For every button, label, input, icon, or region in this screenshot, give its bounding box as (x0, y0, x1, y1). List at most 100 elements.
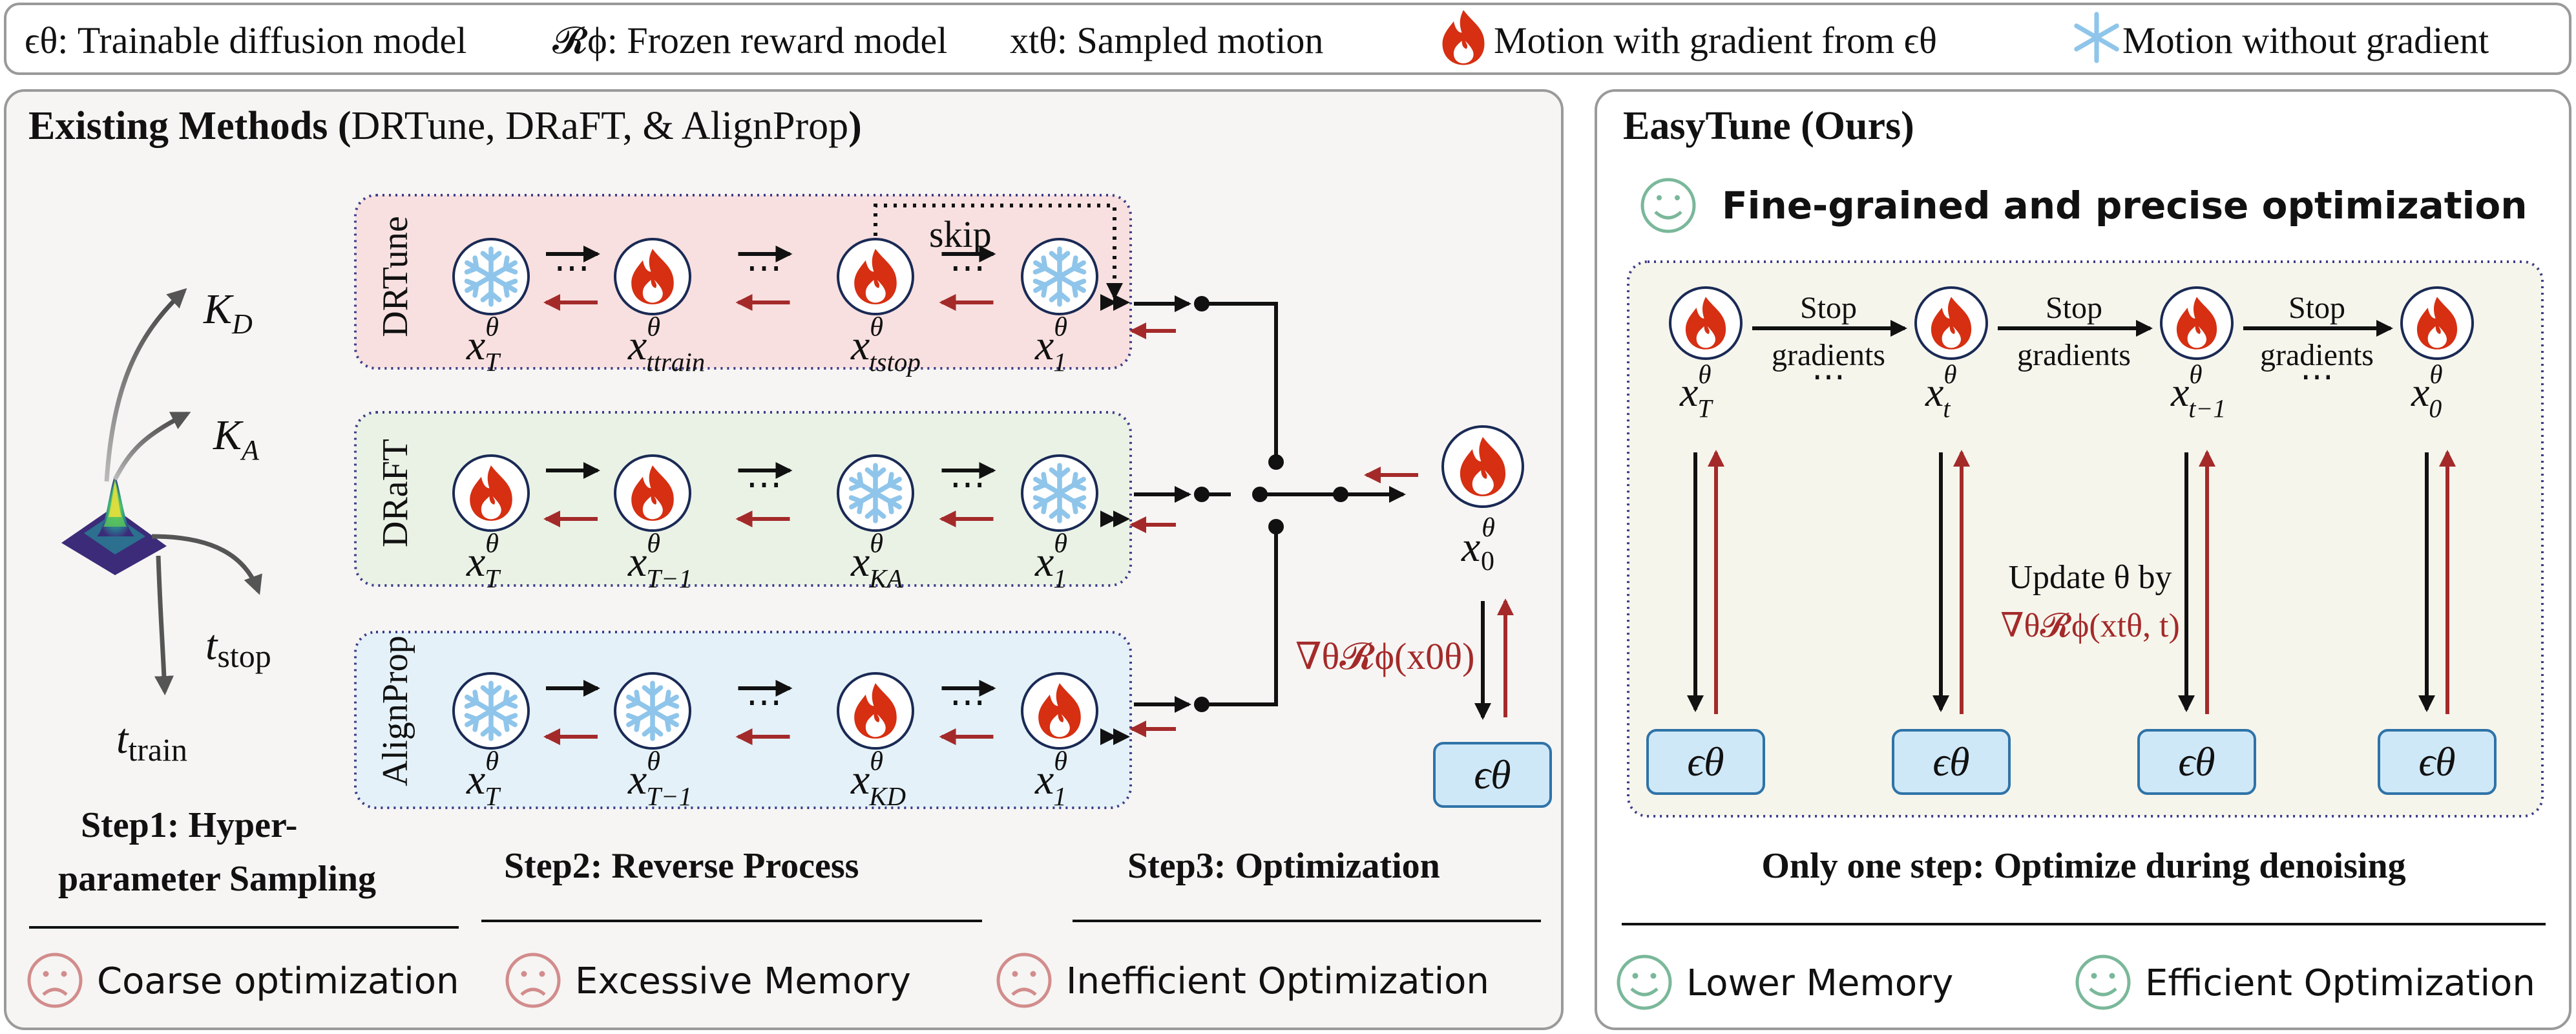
stop-gradients-line2: gradients (2017, 338, 2131, 372)
legend-reward-text: 𝓡ϕ: Frozen reward model (552, 19, 947, 61)
fire-icon (1038, 683, 1081, 739)
ka-label: KA (213, 412, 260, 466)
eps-model-label: ϵθ (1687, 739, 1724, 785)
arrow-to-kd (104, 288, 187, 482)
snowflake-icon (1032, 246, 1087, 307)
snowflake-icon (2074, 12, 2119, 63)
arrow-to-ttrain (154, 555, 174, 695)
pro-label: Efficient Optimization (2145, 962, 2535, 1004)
smile-icon (1617, 955, 1672, 1010)
fire-icon (631, 249, 674, 304)
con-label: Coarse optimization (97, 960, 459, 1002)
method-switch (1202, 302, 1341, 706)
reward-gradient-label: ∇θ𝓡ϕ(x0θ) (1295, 635, 1474, 677)
row-name-label: AlignProp (375, 635, 415, 786)
ellipsis: ⋯ (746, 682, 782, 723)
fire-icon (1685, 297, 1726, 350)
arrow-to-ka (112, 411, 191, 481)
eps-model-label: ϵθ (2418, 739, 2455, 785)
legend-fire-text: Motion with gradient from ϵθ (1494, 19, 1937, 61)
legend-xt-text: xtθ: Sampled motion (1010, 19, 1323, 61)
frown-icon (996, 953, 1052, 1008)
fire-icon (1931, 297, 1972, 350)
frown-icon (27, 953, 83, 1008)
step1-label-line1: Step1: Hyper- (81, 805, 297, 845)
snowflake-icon (848, 463, 903, 523)
draft-row-box (354, 411, 1132, 587)
ellipsis: ⋯ (950, 682, 986, 723)
stop-gradients-line2: gradients (2260, 338, 2374, 372)
skip-label: skip (929, 213, 992, 255)
fire-icon (2176, 297, 2217, 350)
stop-gradients-line1: Stop (2288, 291, 2345, 325)
smile-icon (1640, 178, 1696, 233)
switch-contacts (1194, 296, 1348, 712)
row-name-label: DRaFT (375, 439, 415, 547)
ellipsis: ⋯ (950, 465, 986, 505)
hyperparameter-sampling-graphic: KD KA tstop ttrain (61, 286, 271, 768)
easytune-feature: Fine-grained and precise optimization (1722, 184, 2528, 227)
ellipsis: ⋯ (554, 248, 590, 288)
ellipsis: ⋯ (1812, 359, 1845, 396)
eps-model-box (1433, 742, 1552, 808)
con-label: Inefficient Optimization (1066, 960, 1489, 1002)
fire-icon (470, 465, 512, 521)
row-name-label: DRTune (375, 216, 415, 337)
eps-model-label: ϵθ (1474, 752, 1511, 797)
fire-icon (1460, 437, 1506, 496)
fire-icon (854, 249, 897, 304)
cons-row: Coarse optimization Excessive Memory Ineff… (27, 953, 1489, 1008)
step1-label-line2: parameter Sampling (58, 859, 376, 899)
eps-model-box (1892, 729, 2011, 795)
only-one-step-label: Only one step: Optimize during denoising (1761, 846, 2405, 886)
fire-icon (1442, 10, 1485, 65)
legend-snow-text: Motion without gradient (2122, 19, 2489, 61)
existing-title: Existing Methods (DRTune, DRaFT, & Align… (28, 104, 862, 148)
snowflake-icon (1032, 463, 1087, 523)
con-label: Excessive Memory (575, 960, 911, 1002)
update-theta-label: Update θ by (2008, 559, 2172, 596)
smile-icon (2075, 955, 2131, 1010)
eps-model-label: ϵθ (1932, 739, 1969, 785)
alignprop-row-box (354, 631, 1132, 809)
ellipsis: ⋯ (746, 248, 782, 288)
snowflake-icon (464, 681, 518, 741)
snowflake-icon (625, 681, 680, 741)
step2-label: Step2: Reverse Process (504, 846, 859, 886)
snowflake-icon (464, 246, 518, 307)
eps-model-box (2378, 729, 2497, 795)
frown-icon (505, 953, 561, 1008)
arrow-to-tstop (151, 534, 262, 595)
ellipsis: ⋯ (746, 465, 782, 505)
stop-gradients-line1: Stop (2046, 291, 2102, 325)
easytune-title: EasyTune (Ours) (1623, 104, 1914, 148)
stop-gradients-line1: Stop (1800, 291, 1857, 325)
easytune-inner-box (1627, 260, 2544, 818)
eps-model-box (1646, 729, 1765, 795)
stop-gradients-line2: gradients (1772, 338, 1885, 372)
fire-icon (2416, 297, 2458, 350)
ttrain-label: ttrain (116, 715, 187, 768)
fire-icon (854, 683, 897, 739)
ellipsis: ⋯ (2300, 359, 2334, 396)
easytune-panel: EasyTune (Ours) Fine-grained and precise… (1595, 89, 2571, 1030)
legend-frame (4, 3, 2571, 75)
